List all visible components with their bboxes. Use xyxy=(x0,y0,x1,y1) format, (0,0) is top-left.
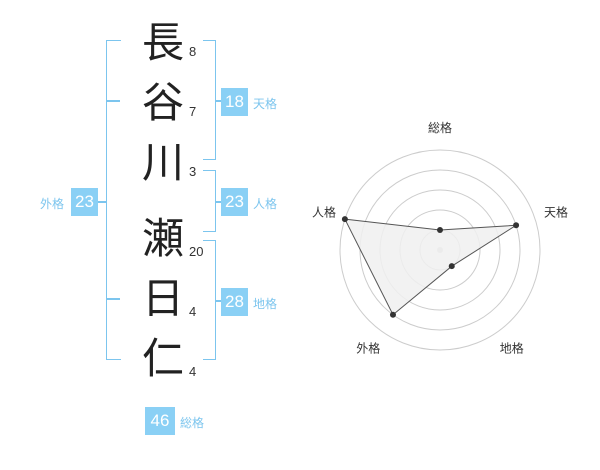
bracket-connector xyxy=(92,201,107,203)
name-char: 仁 xyxy=(141,334,184,383)
bracket-tick xyxy=(106,298,120,300)
tenkaku-label: 天格 xyxy=(253,97,278,111)
name-char: 谷 xyxy=(141,78,184,127)
soukaku-label: 総格 xyxy=(180,416,205,430)
radar-axis-label: 人格 xyxy=(312,204,336,219)
radar-point xyxy=(437,227,443,233)
jinkaku-label: 人格 xyxy=(253,197,278,211)
stroke-count: 4 xyxy=(189,364,197,379)
stroke-count: 3 xyxy=(189,164,197,179)
radar-ring xyxy=(339,149,541,351)
soukaku-value: 46 xyxy=(145,407,175,435)
radar-axis-label: 地格 xyxy=(500,341,524,356)
stroke-count: 4 xyxy=(189,304,197,319)
radar-point xyxy=(513,222,520,229)
bracket-tick xyxy=(106,100,120,102)
radar-axis-label: 外格 xyxy=(356,341,380,356)
radar-series-area xyxy=(344,218,517,316)
radar-point xyxy=(448,263,455,270)
name-char: 川 xyxy=(141,138,184,187)
gaikaku-bracket xyxy=(106,40,121,360)
radar-axis-label: 総格 xyxy=(428,120,452,135)
chikaku-value: 28 xyxy=(221,288,248,316)
radar-axis-label: 天格 xyxy=(544,204,568,219)
name-char: 日 xyxy=(141,274,184,323)
bracket-connector xyxy=(215,100,221,102)
stroke-count: 8 xyxy=(189,44,197,59)
bracket-connector xyxy=(215,300,221,302)
radar-point xyxy=(389,311,396,318)
gaikaku-value: 23 xyxy=(71,188,98,216)
stroke-count: 20 xyxy=(189,244,204,259)
bracket-connector xyxy=(215,201,221,203)
chikaku-label: 地格 xyxy=(253,297,278,311)
jinkaku-value: 23 xyxy=(221,188,248,216)
gaikaku-label: 外格 xyxy=(40,197,65,211)
stroke-count: 7 xyxy=(189,104,197,119)
radar-point xyxy=(341,216,348,223)
tenkaku-value: 18 xyxy=(221,88,248,116)
name-char: 長 xyxy=(141,18,184,67)
name-char: 瀬 xyxy=(141,214,184,263)
